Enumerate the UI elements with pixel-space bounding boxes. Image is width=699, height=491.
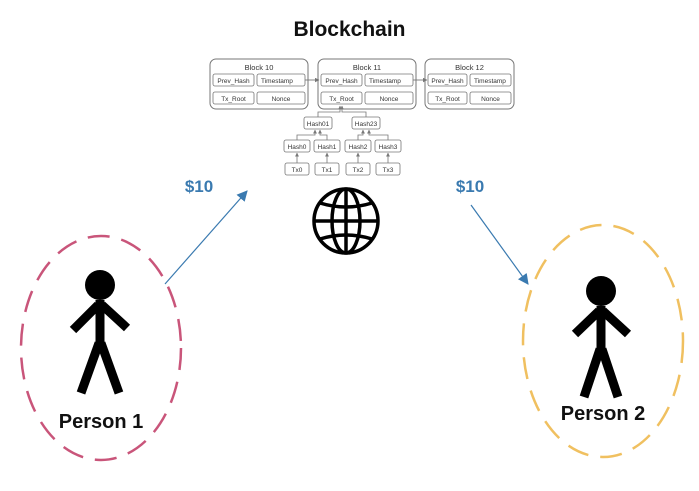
- block-10: Block 10 Prev_Hash Timestamp Tx_Root Non…: [209, 58, 309, 110]
- transfer-arrow-in: [470, 204, 529, 285]
- merkle-node-hash2: Hash2: [349, 144, 368, 151]
- block-11-timestamp: Timestamp: [369, 78, 401, 85]
- merkle-tx2: Tx2: [353, 167, 364, 174]
- merkle-node-hash0: Hash0: [288, 144, 307, 151]
- person-1-boundary: [19, 234, 183, 462]
- block-10-prev-hash: Prev_Hash: [217, 78, 250, 85]
- block-10-label: Block 10: [245, 63, 274, 72]
- merkle-tx3: Tx3: [383, 167, 394, 174]
- block-11-label: Block 11: [353, 63, 381, 72]
- globe-icon: [312, 187, 380, 255]
- merkle-node-hash23: Hash23: [355, 121, 378, 128]
- block-12-label: Block 12: [455, 63, 484, 72]
- person-2: Person 2: [521, 223, 685, 459]
- block-12-prev-hash: Prev_Hash: [431, 78, 464, 85]
- merkle-node-hash01: Hash01: [307, 121, 330, 128]
- person-1: Person 1: [19, 234, 183, 462]
- block-11-prev-hash: Prev_Hash: [325, 78, 358, 85]
- block-12-tx-root: Tx_Root: [435, 96, 460, 103]
- merkle-node-hash3: Hash3: [379, 144, 398, 151]
- merkle-tx0: Tx0: [292, 167, 303, 174]
- transfer-amount-out: $10: [185, 177, 213, 196]
- block-10-tx-root: Tx_Root: [221, 96, 246, 103]
- diagram-title: Blockchain: [293, 18, 406, 41]
- block-11-nonce: Nonce: [380, 96, 399, 103]
- merkle-tree: Hash01 Hash23 Hash0 Hash1 Hash2 Hash3 Tx…: [283, 105, 402, 176]
- person-2-boundary: [521, 223, 685, 459]
- merkle-tx1: Tx1: [322, 167, 333, 174]
- block-12-timestamp: Timestamp: [474, 78, 506, 85]
- block-11-tx-root: Tx_Root: [329, 96, 354, 103]
- person-1-label: Person 1: [59, 411, 143, 433]
- merkle-node-hash1: Hash1: [318, 144, 337, 151]
- person-1-icon: [69, 270, 131, 395]
- block-10-timestamp: Timestamp: [261, 78, 293, 85]
- person-2-icon: [571, 276, 632, 399]
- block-10-nonce: Nonce: [272, 96, 291, 103]
- block-11: Block 11 Prev_Hash Timestamp Tx_Root Non…: [317, 58, 417, 110]
- block-12: Block 12 Prev_Hash Timestamp Tx_Root Non…: [424, 58, 515, 110]
- person-2-label: Person 2: [561, 403, 645, 425]
- transfer-amount-in: $10: [456, 177, 484, 196]
- transfer-arrow-out: [164, 190, 248, 285]
- block-12-nonce: Nonce: [481, 96, 500, 103]
